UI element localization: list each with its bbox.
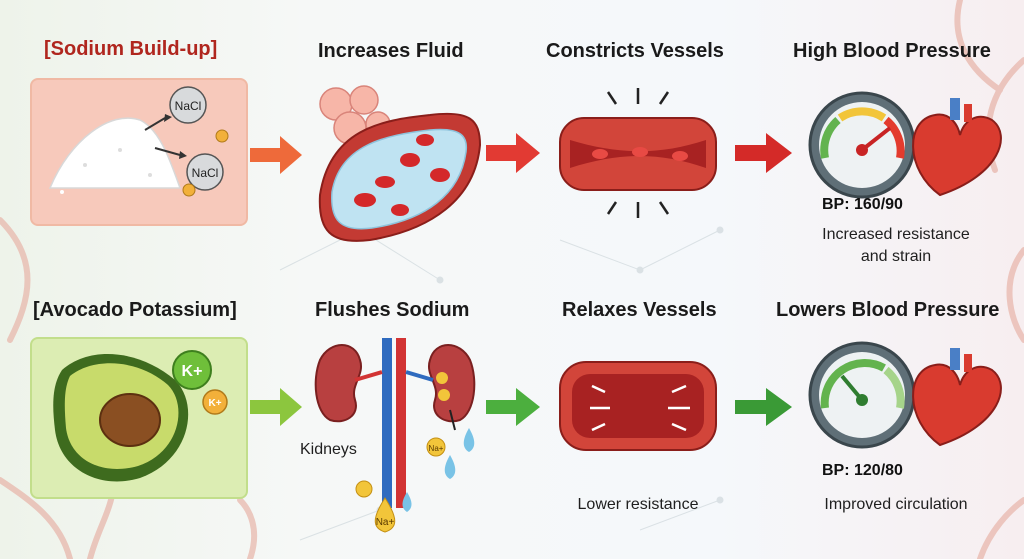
step-title-avocado-potassium: [Avocado Potassium] bbox=[33, 299, 237, 321]
arrow-right-icon bbox=[486, 133, 540, 173]
kidneys-label: Kidneys bbox=[300, 441, 357, 458]
outcome-caption-line2: and strain bbox=[860, 248, 932, 265]
avocado-icon bbox=[53, 353, 189, 482]
molecule-label: NaCl bbox=[192, 166, 219, 180]
ion-label: K+ bbox=[182, 363, 203, 380]
arrow-right-icon bbox=[735, 133, 792, 173]
arrow-right-icon bbox=[250, 388, 302, 426]
nacl-molecule-1: NaCl bbox=[144, 86, 207, 131]
sodium-ion-label: Na+ bbox=[429, 444, 444, 453]
high-pressure-gauge-icon bbox=[808, 91, 916, 199]
step-title-high-blood-pressure: High Blood Pressure bbox=[793, 40, 991, 62]
potassium-ion-icon: K+ K+ bbox=[172, 350, 228, 415]
sodium-ion-label: Na+ bbox=[376, 517, 395, 528]
outcome-caption: Improved circulation bbox=[824, 496, 968, 513]
constricted-vessel-icon bbox=[559, 117, 717, 191]
step-title-flushes-sodium: Flushes Sodium bbox=[315, 299, 470, 321]
pressure-arrows-icon bbox=[606, 88, 670, 218]
nacl-molecule-2: NaCl bbox=[154, 129, 229, 197]
bp-reading-normal: BP: 120/80 bbox=[822, 462, 903, 479]
kidneys-icon: Na+ Na+ bbox=[314, 338, 476, 533]
vessel-caption: Lower resistance bbox=[577, 496, 699, 513]
normal-pressure-gauge-icon bbox=[808, 341, 916, 449]
heart-icon bbox=[912, 98, 1002, 197]
salt-pile-icon bbox=[48, 117, 192, 194]
ion-label: K+ bbox=[208, 398, 221, 409]
outcome-caption-line1: Increased resistance bbox=[822, 226, 970, 243]
molecule-label: NaCl bbox=[175, 99, 202, 113]
step-title-constricts-vessels: Constricts Vessels bbox=[546, 40, 724, 62]
step-title-relaxes-vessels: Relaxes Vessels bbox=[562, 299, 717, 321]
step-title-increases-fluid: Increases Fluid bbox=[318, 40, 464, 62]
arrow-right-icon bbox=[486, 388, 540, 426]
step-title-sodium-buildup: [Sodium Build-up] bbox=[44, 38, 218, 60]
step-title-lowers-blood-pressure: Lowers Blood Pressure bbox=[776, 299, 1000, 321]
bp-reading-high: BP: 160/90 bbox=[822, 196, 903, 213]
arrow-right-icon bbox=[250, 136, 302, 174]
relaxed-vessel-icon bbox=[559, 361, 717, 451]
heart-icon bbox=[912, 348, 1002, 447]
swollen-vessel-icon bbox=[318, 112, 482, 242]
arrow-right-icon bbox=[735, 388, 792, 426]
